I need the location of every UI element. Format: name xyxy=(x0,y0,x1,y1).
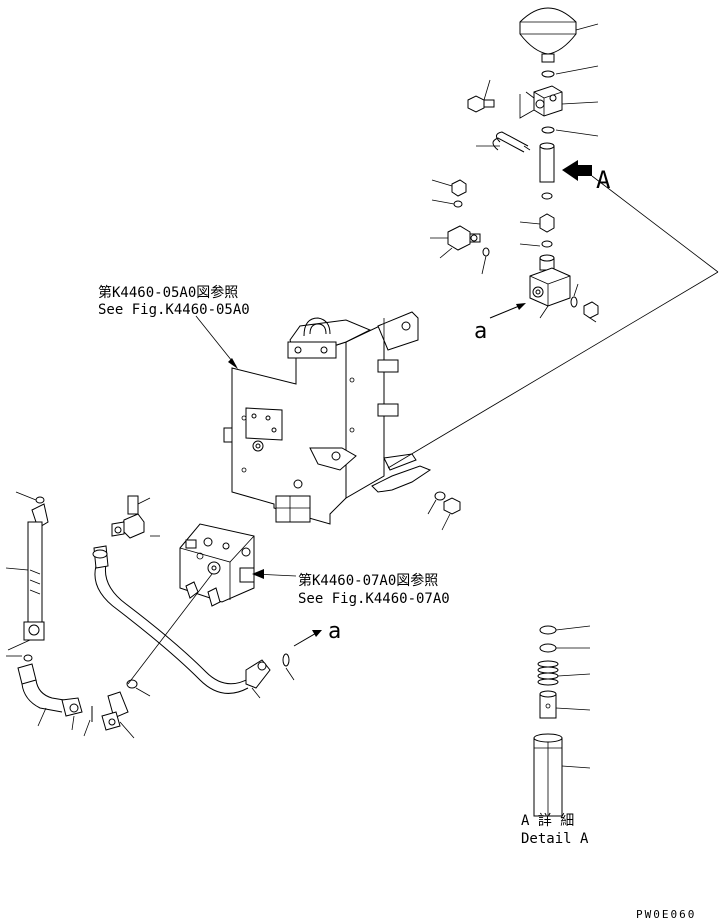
control-valve-assembly xyxy=(5,491,322,739)
connector xyxy=(539,213,555,233)
detail-title-jp: A 詳 細 xyxy=(521,813,574,829)
o-ring xyxy=(570,296,578,308)
arrow-a-lower xyxy=(293,630,322,647)
elbow-fitting xyxy=(447,225,481,251)
elbow-fitting xyxy=(111,495,145,539)
detail-a-view: A 詳 細 Detail A xyxy=(521,625,591,847)
view-arrow-a xyxy=(562,160,592,181)
detail-title-en: Detail A xyxy=(521,831,589,847)
spring xyxy=(537,660,559,686)
valve-seat xyxy=(539,690,557,719)
arrow-a-upper xyxy=(489,303,526,319)
plug xyxy=(451,179,467,197)
o-ring xyxy=(541,240,553,248)
callout-en: See Fig.K4460-07A0 xyxy=(298,591,450,607)
elbow-fitting xyxy=(101,691,129,731)
callout-en: See Fig.K4460-05A0 xyxy=(98,302,250,318)
o-ring xyxy=(539,643,557,653)
o-ring xyxy=(541,192,553,200)
pipe xyxy=(539,142,555,183)
callout-jp: 第K4460-07A0図参照 xyxy=(298,572,438,589)
washer xyxy=(434,491,446,501)
accumulator-assembly xyxy=(430,7,599,323)
hose xyxy=(23,503,49,641)
fitting xyxy=(539,254,555,271)
drawing-code: PW0E060 xyxy=(636,908,696,921)
o-ring xyxy=(482,247,490,257)
view-label-a-upper: a xyxy=(474,319,487,344)
o-ring xyxy=(453,200,463,208)
leader-lines xyxy=(430,23,599,323)
o-ring xyxy=(126,679,138,689)
o-ring xyxy=(541,70,555,78)
callout-fig-k4460-05a0: 第K4460-05A0図参照 See Fig.K4460-05A0 xyxy=(98,284,250,369)
o-ring xyxy=(282,653,290,667)
valve-block xyxy=(529,267,571,307)
control-valve xyxy=(179,523,255,607)
elbow-hose xyxy=(17,654,83,717)
mounting-bracket xyxy=(223,175,719,531)
hose xyxy=(92,545,271,694)
callout-fig-k4460-07a0: 第K4460-07A0図参照 See Fig.K4460-07A0 xyxy=(252,569,450,607)
view-label-a-lower: a xyxy=(328,619,341,644)
snap-ring xyxy=(539,625,557,635)
plug xyxy=(583,301,599,319)
tee-valve-block xyxy=(519,85,563,119)
accumulator-sphere xyxy=(519,7,577,63)
callout-jp: 第K4460-05A0図参照 xyxy=(98,284,238,301)
o-ring xyxy=(541,126,555,134)
nut xyxy=(443,497,461,515)
view-label-big-a: A xyxy=(596,166,611,194)
bolt xyxy=(467,95,495,113)
o-ring xyxy=(35,496,45,504)
check-valve-body xyxy=(533,733,563,817)
u-bolt xyxy=(492,131,531,153)
